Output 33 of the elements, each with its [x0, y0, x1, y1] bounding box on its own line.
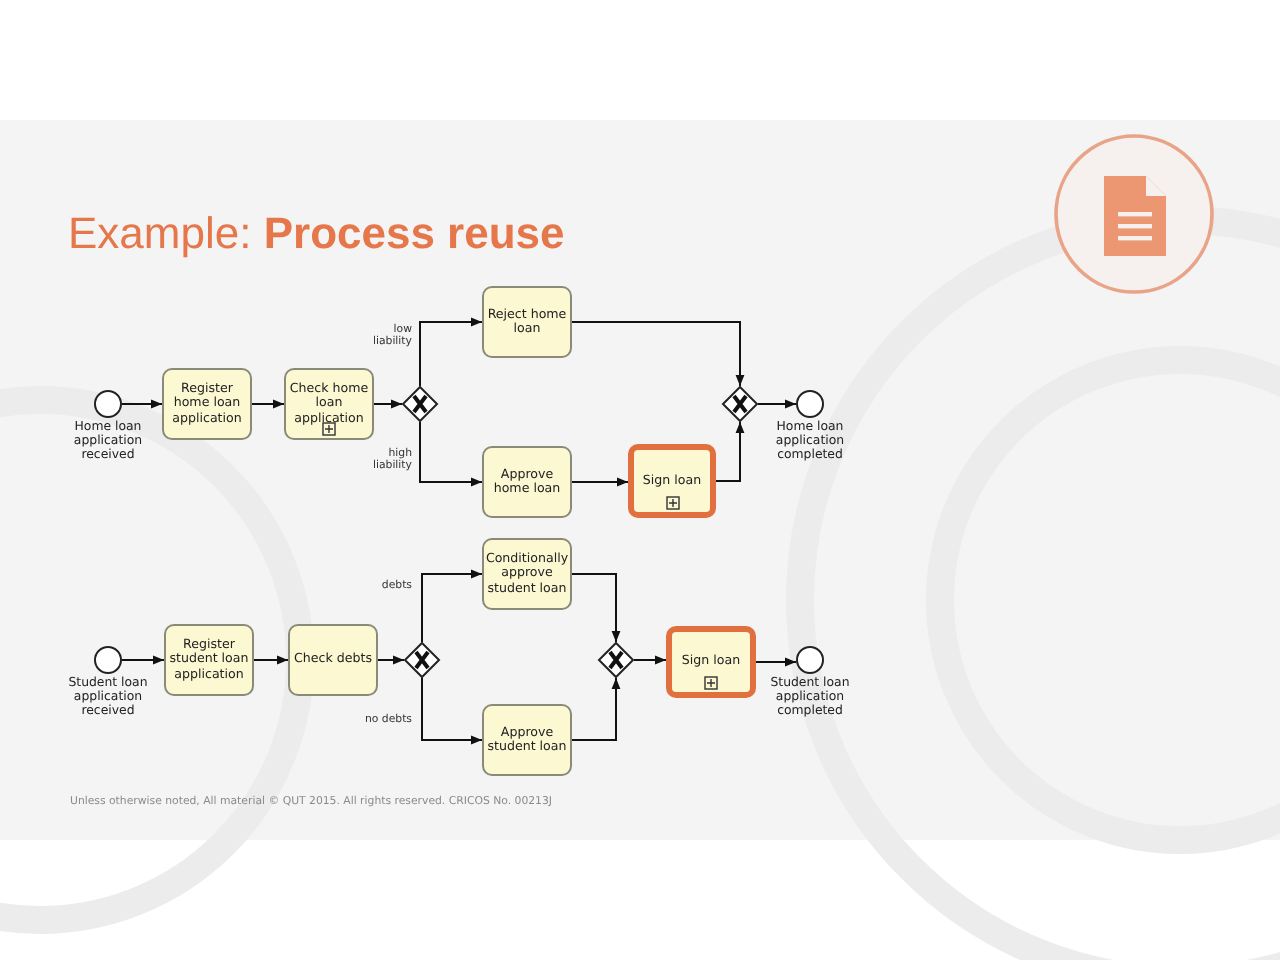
task-box — [164, 624, 254, 696]
task-box — [482, 286, 572, 358]
exclusive-gateway — [402, 386, 438, 422]
sequence-flow-arrow — [419, 317, 483, 387]
task-box — [482, 704, 572, 776]
sequence-flow-arrow — [421, 677, 483, 745]
slide-title: Example: Process reuse — [68, 208, 565, 260]
sequence-flow-arrow — [571, 573, 621, 643]
sequence-flow-arrow — [373, 399, 403, 409]
sequence-flow-arrow — [251, 399, 285, 409]
sequence-flow-arrow — [121, 399, 163, 409]
task-box — [288, 624, 378, 696]
sequence-flow-arrow — [715, 421, 745, 482]
task-box — [666, 626, 756, 698]
exclusive-gateway — [722, 386, 758, 422]
sequence-flow-arrow — [419, 421, 483, 487]
sequence-flow-arrow — [571, 677, 621, 741]
sequence-flow-arrow — [571, 321, 745, 387]
exclusive-gateway — [598, 642, 634, 678]
sequence-flow-arrow — [633, 655, 667, 665]
task-box — [482, 446, 572, 518]
sequence-flow-arrow — [121, 655, 165, 665]
exclusive-gateway — [404, 642, 440, 678]
sequence-flow-arrow — [253, 655, 289, 665]
sequence-flow-arrow — [571, 477, 629, 487]
sequence-flow-arrow — [757, 399, 797, 409]
sequence-flow-arrow — [421, 569, 483, 643]
task-box — [284, 368, 374, 440]
sequence-flow-arrow — [377, 655, 405, 665]
task-box — [628, 444, 716, 518]
sequence-flow-arrow — [755, 657, 797, 667]
task-box — [162, 368, 252, 440]
task-box — [482, 538, 572, 610]
